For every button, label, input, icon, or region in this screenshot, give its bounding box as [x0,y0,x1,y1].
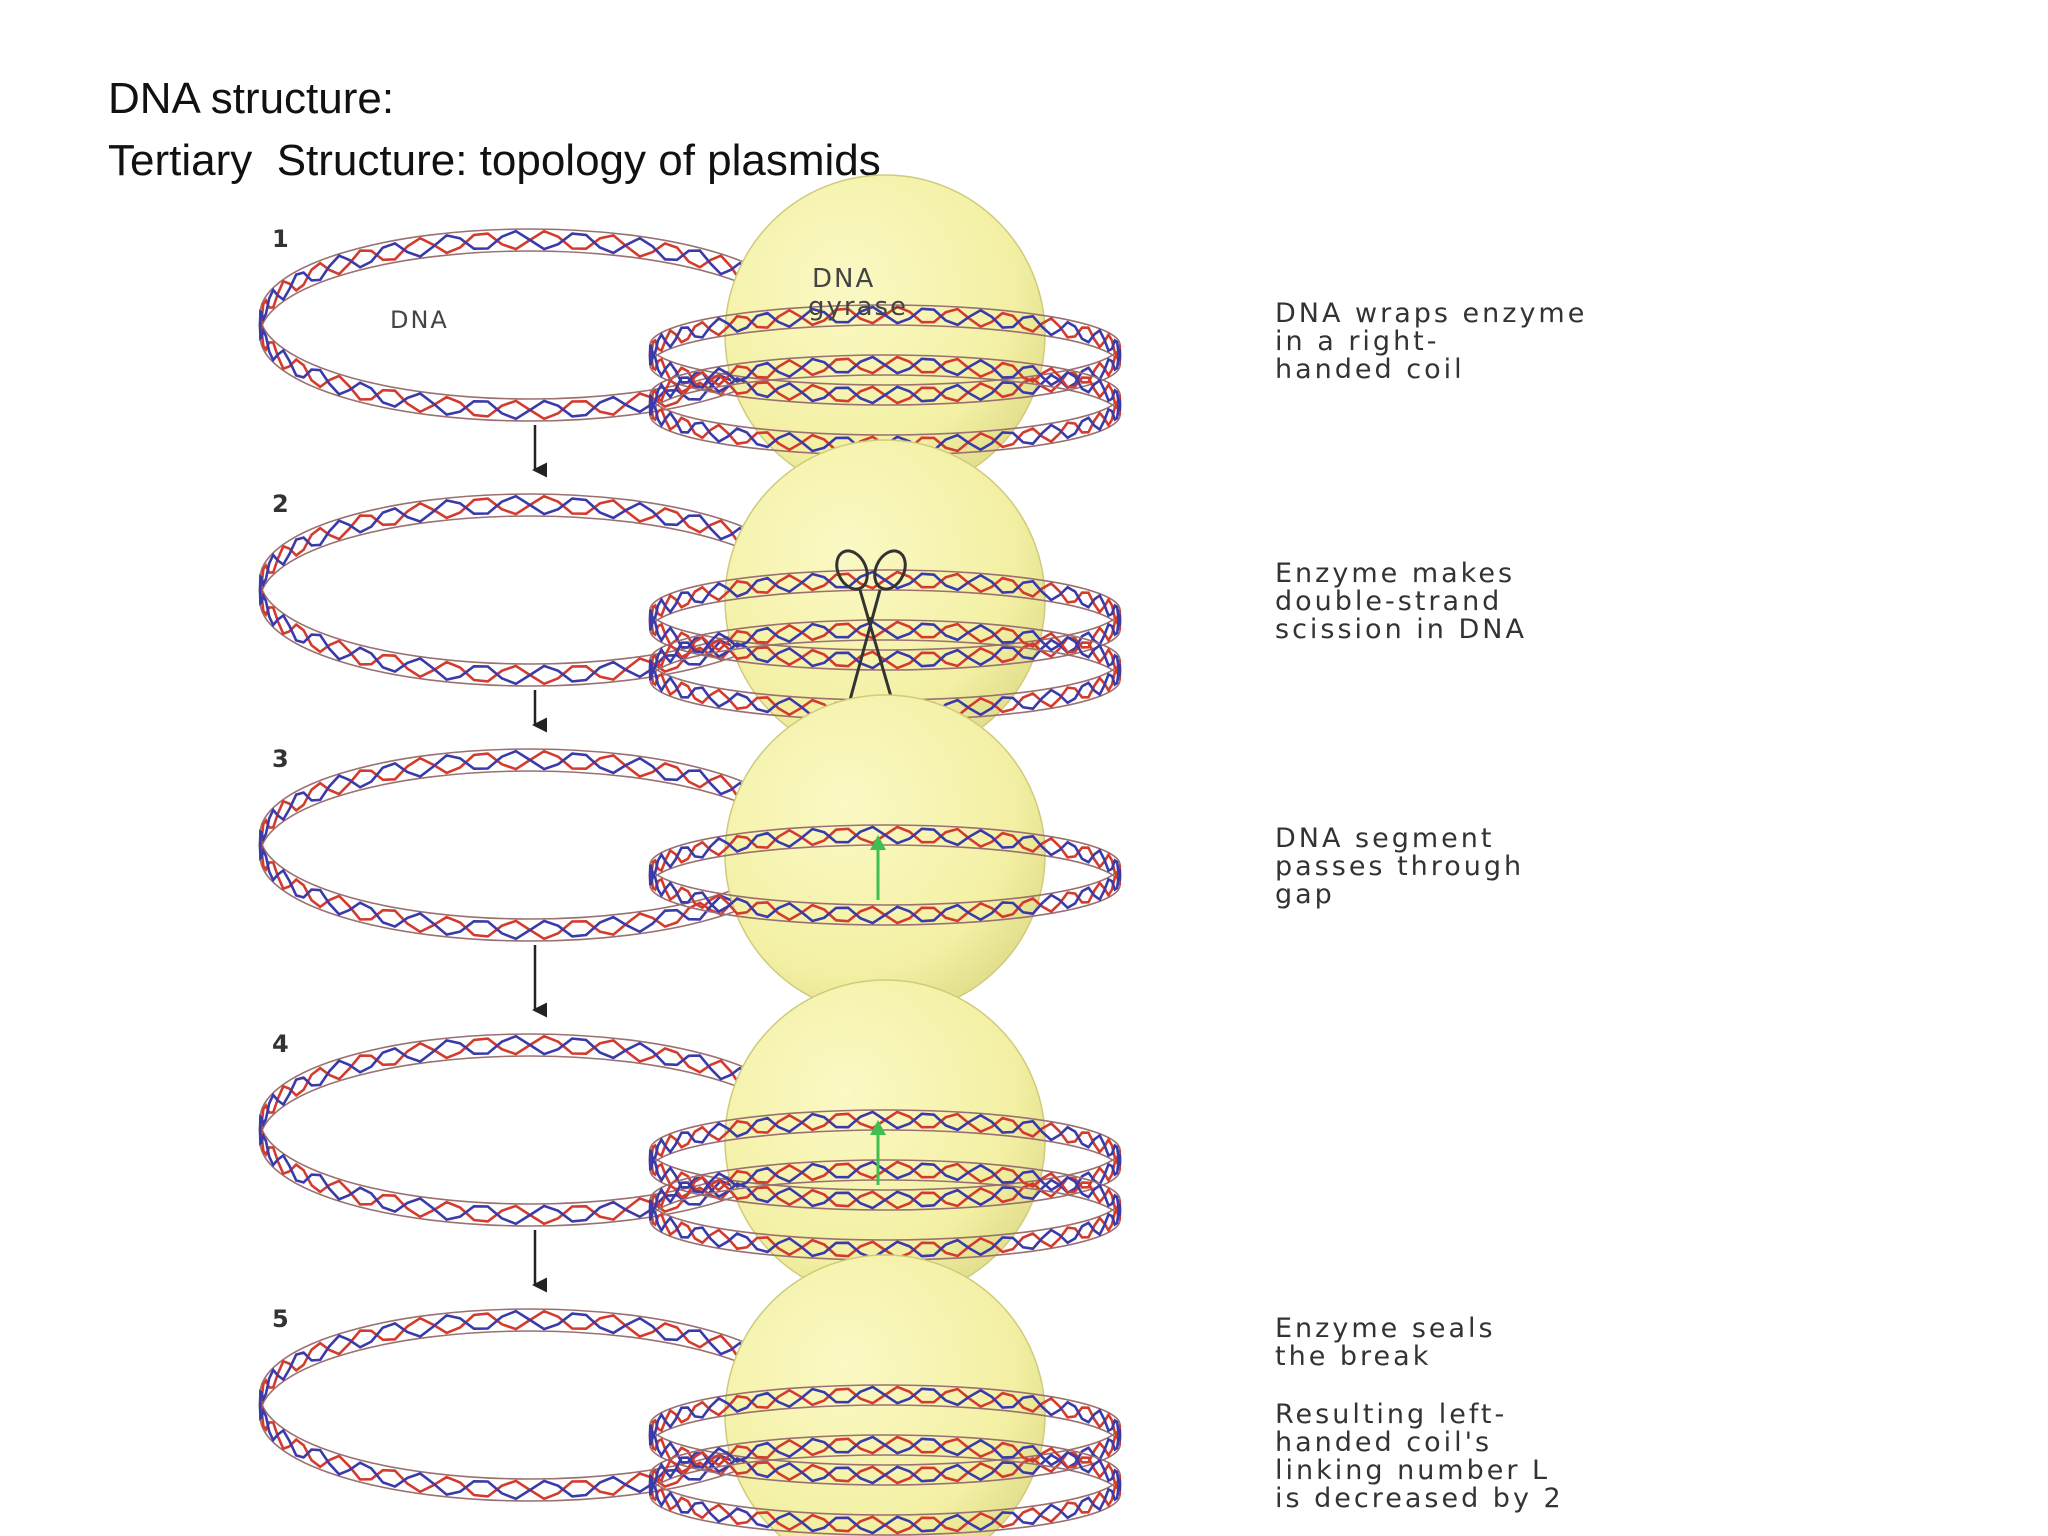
step-number: 3 [272,745,289,773]
step-number: 2 [272,490,289,518]
wrap-coil-2-strand-blue [648,620,1122,720]
wrap-coil-2-strand-blue [648,1435,1122,1535]
enzyme-label-2: gyrase [808,292,908,322]
caption-line: Enzyme seals [1275,1313,1496,1344]
caption-line: passes through [1275,851,1525,882]
caption-line: the break [1275,1341,1432,1372]
caption-line: scission in DNA [1275,614,1527,645]
dna-loop-strand-blue [258,749,802,941]
wrap-coil-1-strand-blue [648,1385,1122,1485]
wrap-coil-1-strand-blue [648,1110,1122,1210]
scissors-icon [835,549,907,701]
caption-line: Enzyme makes [1275,558,1516,589]
step-number: 1 [272,225,289,253]
final-note-line: handed coil's [1275,1427,1493,1458]
caption-line: double-strand [1275,586,1503,617]
wrap-coil-2-strand-blue [648,355,1122,455]
wrap-coil-1-strand-blue [648,570,1122,670]
enzyme-label-1: DNA [812,264,875,294]
dna-label: DNA [390,306,449,334]
step-4: 4 [258,979,1122,1301]
wrap-coil-1-strand-blue [648,305,1122,405]
final-note-line: Resulting left- [1275,1399,1508,1430]
arrow-up-icon-head [870,835,886,850]
caption-line: DNA wraps enzyme [1275,298,1588,329]
enzyme-sphere [724,694,1046,1016]
slide-title: DNA structure: Tertiary Structure: topol… [108,68,881,192]
title-line-2: Tertiary Structure: topology of plasmids [108,136,881,185]
caption-line: in a right- [1275,326,1440,357]
caption-gap [1275,1371,1564,1401]
final-note-line: is decreased by 2 [1275,1483,1564,1514]
caption-line: DNA segment [1275,823,1495,854]
wrap-coil-2-strand-blue [648,1160,1122,1260]
wrap-coil-1-strand-blue [648,825,1122,925]
arrow-up-icon-head [870,1120,886,1135]
step-number: 4 [272,1030,289,1058]
enzyme-sphere [724,979,1046,1301]
caption-line: gap [1275,879,1335,910]
step-5: 5 [258,1254,1122,1536]
final-note-line: linking number L [1275,1455,1551,1486]
caption-line: handed coil [1275,354,1465,385]
step-3: 3 [258,694,1122,1018]
step-number: 5 [272,1305,289,1333]
step-2: 2 [258,439,1122,761]
title-line-1: DNA structure: [108,74,395,123]
